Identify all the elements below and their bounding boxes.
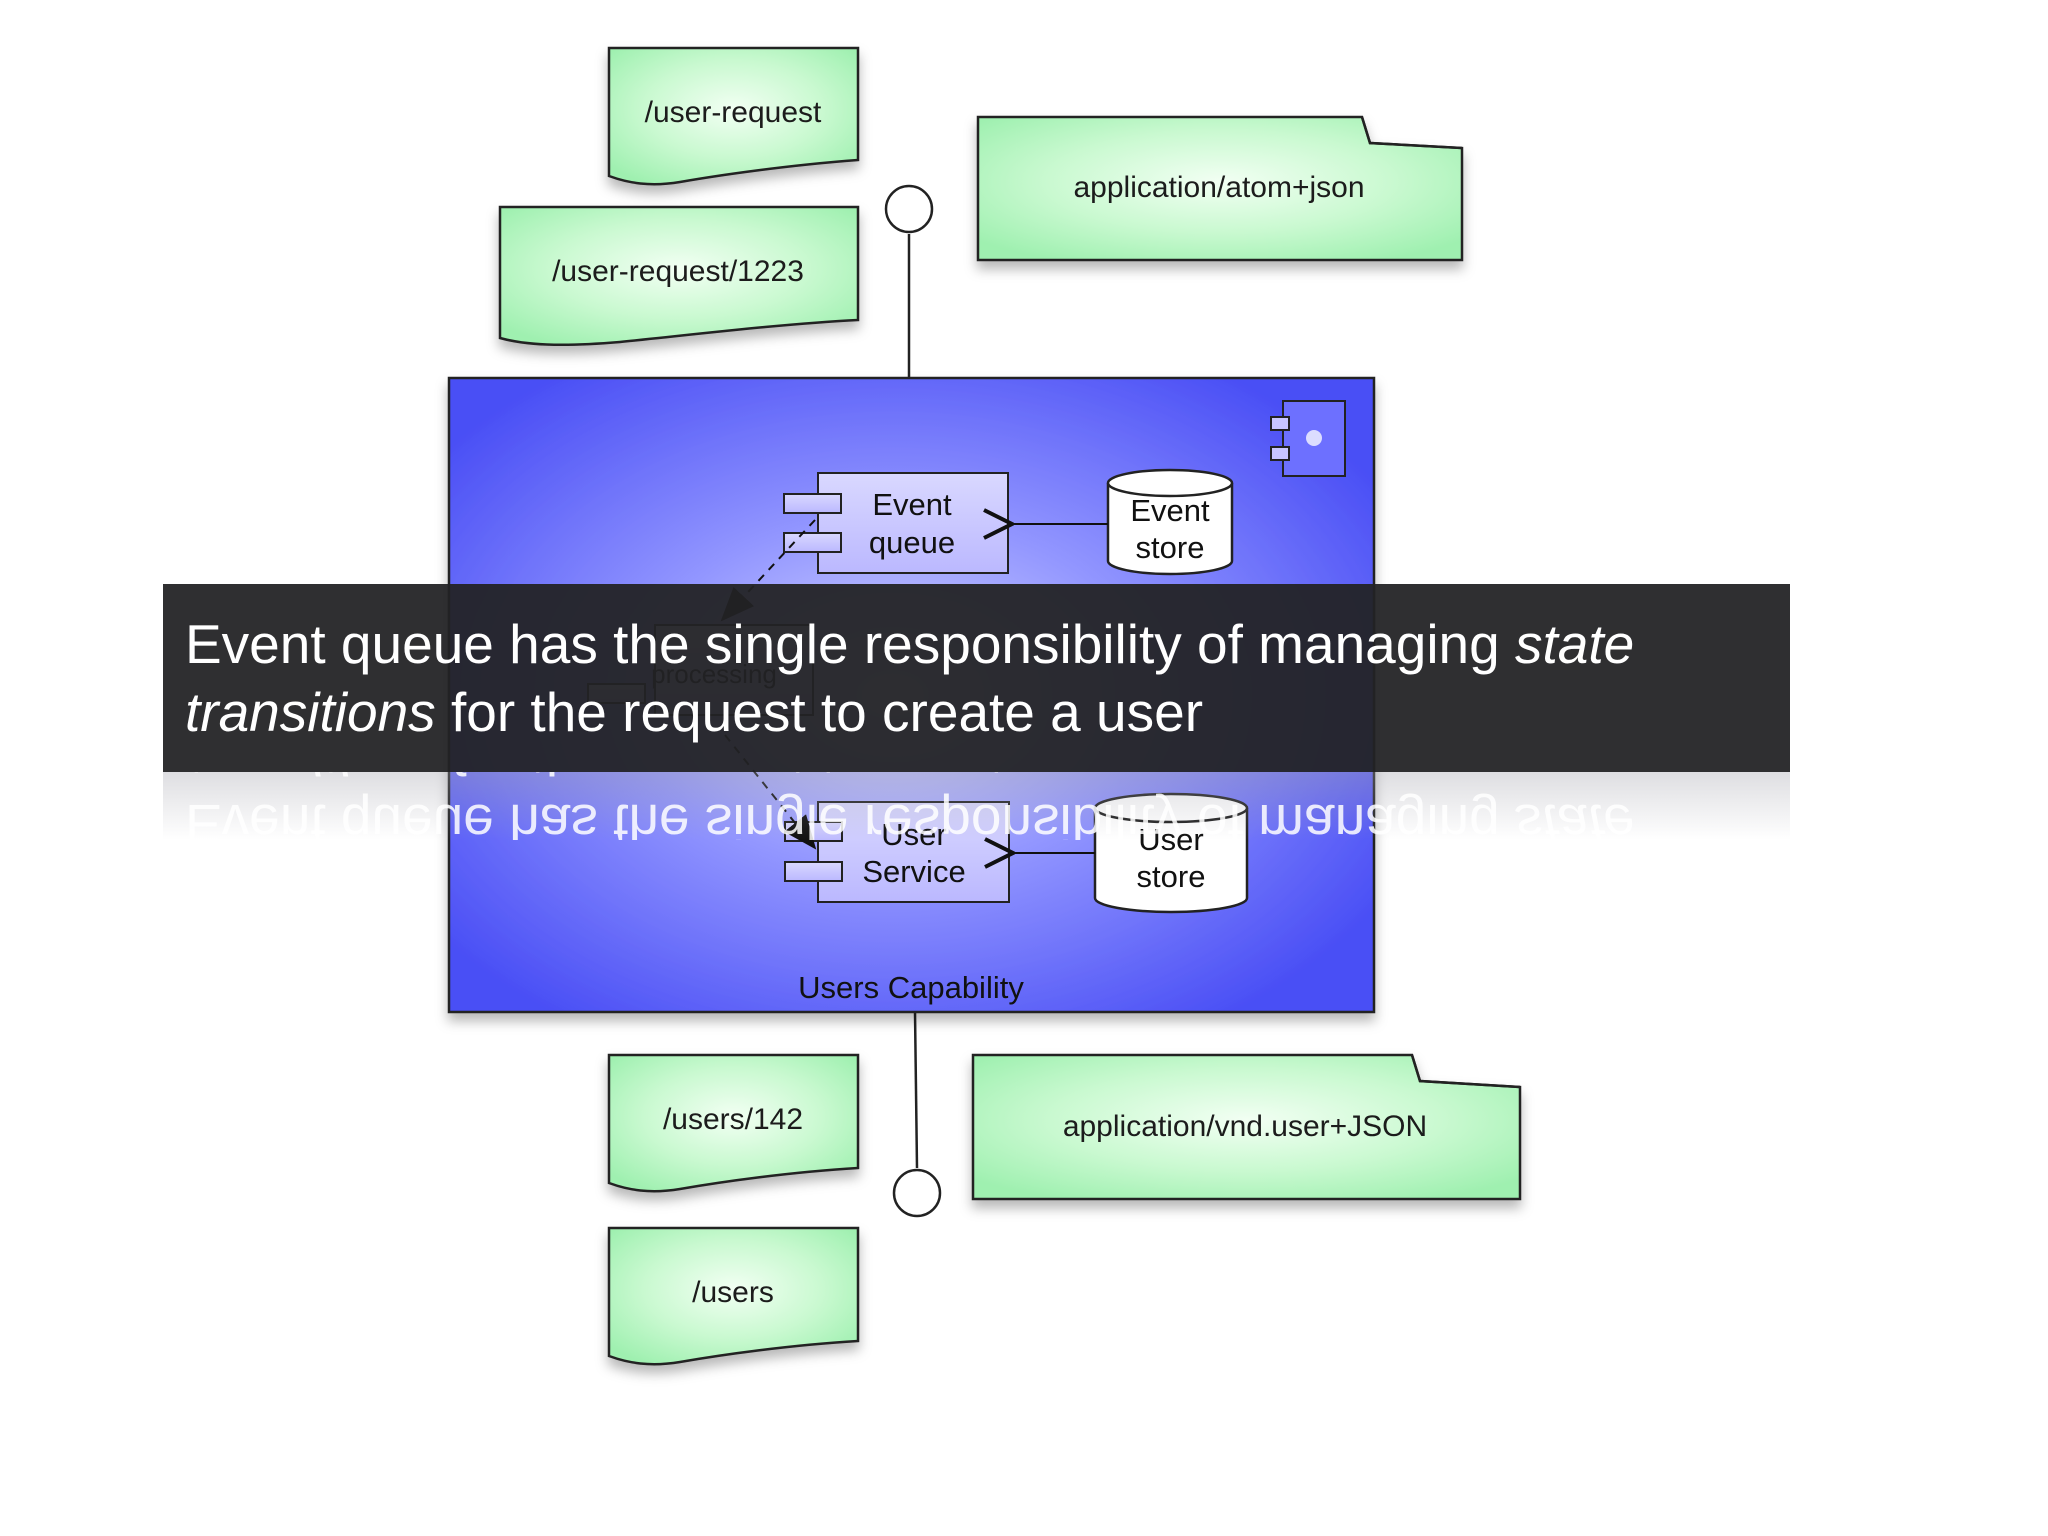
bottom-interface-lollipop[interactable] [892,1168,942,1218]
capability-label: Users Capability [798,970,1024,1005]
event-store-cylinder[interactable]: Event store [1106,468,1234,576]
user-service-label-1: User [881,817,946,852]
doc-user-request[interactable]: /user-request [607,46,860,186]
user-service-component[interactable]: User Service [784,801,1010,903]
caption-part1: Event queue has the single responsibilit… [185,613,1516,675]
queue-to-processing-arrow [720,519,816,622]
note-media-type-top-label: application/atom+json [1073,171,1364,204]
caption-part2: for the request to create a user [435,681,1204,743]
caption-banner: Event queue has the single responsibilit… [163,584,1790,772]
doc-user-request-label: /user-request [645,96,822,129]
uml-component-icon [1270,400,1346,477]
doc-users-label: /users [692,1276,774,1309]
event-queue-component[interactable]: Event queue [783,472,1009,574]
event-queue-label-2: queue [869,525,955,560]
caption-text: Event queue has the single responsibilit… [185,610,1770,746]
event-store-label-2: store [1136,530,1205,565]
event-queue-label-1: Event [872,487,952,522]
note-media-type-bottom[interactable]: application/vnd.user+JSON [971,1053,1522,1201]
doc-users-142[interactable]: /users/142 [607,1053,860,1193]
doc-users[interactable]: /users [607,1226,860,1366]
top-interface-lollipop[interactable] [884,184,934,234]
user-store-label-1: User [1138,822,1203,857]
note-media-type-top[interactable]: application/atom+json [976,115,1464,262]
doc-users-142-label: /users/142 [663,1103,803,1136]
doc-user-request-1223[interactable]: /user-request/1223 [498,205,860,346]
user-store-cylinder[interactable]: User store [1093,792,1249,914]
doc-user-request-1223-label: /user-request/1223 [552,255,804,288]
note-media-type-bottom-label: application/vnd.user+JSON [1063,1110,1427,1143]
event-store-label-1: Event [1130,493,1210,528]
caption-emphasis: state transitions [185,613,1635,743]
user-store-label-2: store [1137,859,1206,894]
user-service-label-2: Service [862,854,965,889]
processing-to-user-service-arrow [724,734,817,850]
bottom-interface-line [913,1011,919,1169]
